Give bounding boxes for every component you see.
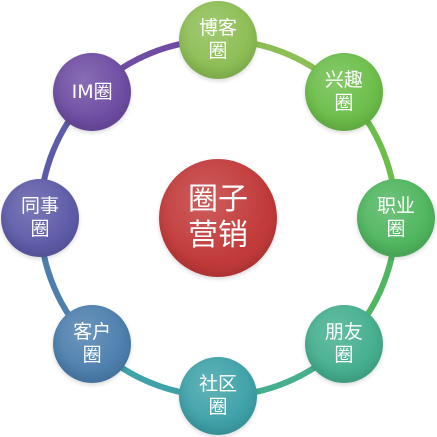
- center-label-line-2: 营销: [188, 218, 248, 253]
- node-label-line: 圈: [82, 343, 102, 366]
- node-label-line: 圈: [30, 218, 50, 240]
- node-label-line: 圈: [386, 218, 406, 240]
- node-label-line: 职业: [376, 195, 415, 217]
- node-label-line: 兴趣: [324, 69, 363, 92]
- node-customer-circle: 客户 圈: [53, 304, 132, 383]
- center-label-line-1: 圈子: [188, 182, 248, 217]
- node-label-line: 圈: [208, 40, 228, 62]
- node-friends-circle: 朋友 圈: [304, 304, 383, 383]
- node-label-line: IM圈: [71, 80, 113, 103]
- node-community-circle: 社区 圈: [179, 357, 257, 435]
- node-career-circle: 职业 圈: [357, 179, 435, 257]
- node-label-line: 同事: [20, 195, 59, 217]
- node-label-line: 客户: [73, 320, 112, 343]
- node-blog-circle: 博客 圈: [179, 1, 257, 79]
- node-im-circle: IM圈: [53, 53, 132, 132]
- node-label-line: 博客: [198, 17, 237, 39]
- node-label-line: 圈: [208, 396, 228, 418]
- node-interest-circle: 兴趣 圈: [304, 53, 383, 132]
- node-label-line: 圈: [334, 92, 354, 115]
- center-node: 圈子 营销: [159, 159, 277, 277]
- node-colleague-circle: 同事 圈: [1, 179, 79, 257]
- node-label-line: 朋友: [324, 320, 363, 343]
- node-label-line: 社区: [198, 373, 237, 395]
- node-label-line: 圈: [334, 343, 354, 366]
